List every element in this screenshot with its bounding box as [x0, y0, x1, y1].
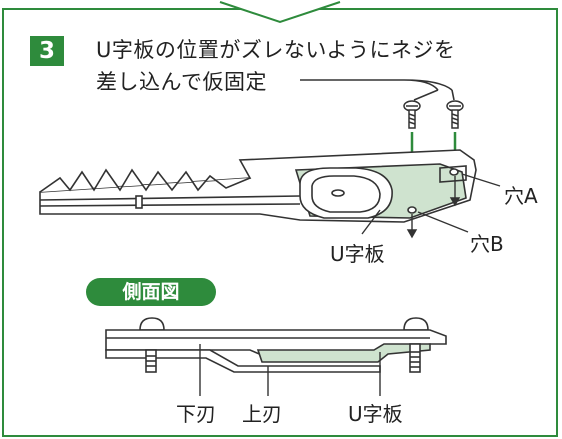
- label-upper-blade: 上刃: [242, 402, 282, 426]
- label-u-plate-side: U字板: [348, 402, 403, 426]
- step-number-badge: 3: [30, 36, 64, 66]
- screw-icon: [403, 100, 421, 129]
- label-hole-b: 穴B: [470, 232, 504, 256]
- chevron-down-icon: [219, 1, 341, 24]
- label-leader-lines: [361, 173, 501, 235]
- side-label-leaders: [199, 344, 381, 396]
- down-arrow-icon: [449, 176, 461, 207]
- screw-leader-line: [300, 79, 455, 101]
- label-u-plate-top: U字板: [330, 242, 385, 266]
- hedge-blade-top-view: [39, 149, 477, 223]
- hedge-blade-side-view: [105, 317, 447, 373]
- screw-icon: [446, 100, 464, 129]
- instruction-line-2: 差し込んで仮固定: [96, 70, 267, 94]
- label-hole-a: 穴A: [504, 184, 538, 208]
- side-view-title-pill: 側面図: [86, 278, 216, 306]
- down-arrow-icon: [406, 214, 418, 239]
- instruction-line-1: U字板の位置がズレないようにネジを: [96, 38, 456, 62]
- label-lower-blade: 下刃: [176, 402, 216, 426]
